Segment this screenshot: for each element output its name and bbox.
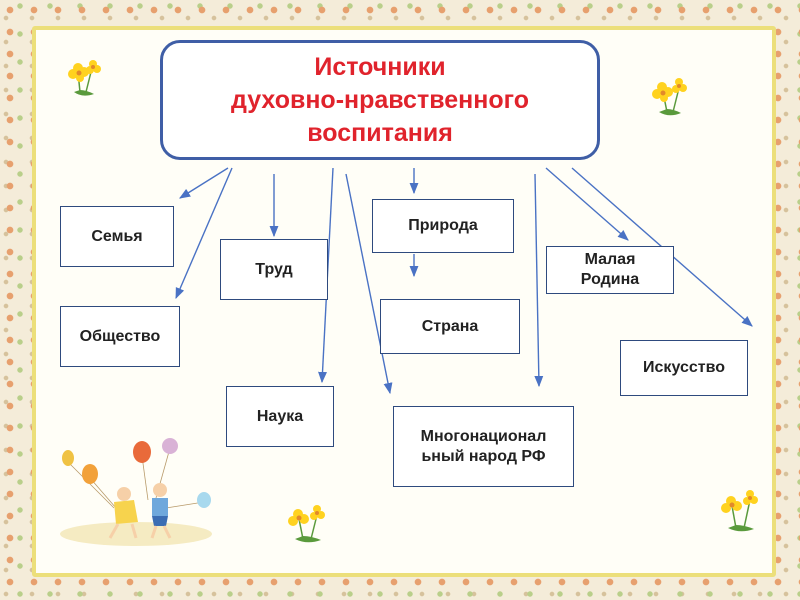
flower-icon — [652, 78, 687, 116]
node-labor: Труд — [220, 239, 328, 300]
node-science-label: Наука — [256, 407, 304, 425]
title-line-1: Источники — [314, 52, 446, 81]
node-country: Страна — [380, 299, 520, 354]
node-country-label: Страна — [421, 317, 479, 335]
arrow-to-family — [179, 167, 229, 199]
node-small-homeland-line-1: Малая — [584, 251, 636, 268]
node-nature: Природа — [372, 199, 514, 253]
arrow-to-multinational — [345, 173, 393, 395]
arrow-to-small-homeland-alt — [534, 173, 544, 388]
flower-icon — [721, 490, 758, 532]
diagram-title: Источники духовно-нравственного воспитан… — [160, 40, 600, 160]
node-small-homeland-line-2: Родина — [580, 271, 640, 288]
node-nature-label: Природа — [408, 217, 478, 234]
node-small-homeland: Малая Родина — [546, 246, 674, 294]
node-art: Искусство — [620, 340, 748, 396]
arrow-to-society — [175, 167, 233, 300]
flower-icon — [68, 60, 101, 96]
children-balloons-icon — [60, 438, 212, 546]
node-labor-label: Труд — [255, 260, 293, 278]
node-family-label: Семья — [91, 227, 143, 245]
node-multinational-line-2: ьный народ РФ — [421, 447, 546, 465]
node-art-label: Искусство — [643, 359, 725, 376]
node-multinational-people: Многонационал ьный народ РФ — [393, 406, 574, 487]
title-line-3: воспитания — [307, 118, 453, 147]
node-society-label: Общество — [79, 327, 161, 345]
flower-icon — [288, 505, 325, 543]
node-multinational-line-1: Многонационал — [420, 427, 547, 445]
node-society: Общество — [60, 306, 180, 367]
arrow-to-small-homeland — [545, 167, 629, 241]
node-science: Наука — [226, 386, 334, 447]
title-line-2: духовно-нравственного — [231, 85, 529, 114]
node-family: Семья — [60, 206, 174, 267]
